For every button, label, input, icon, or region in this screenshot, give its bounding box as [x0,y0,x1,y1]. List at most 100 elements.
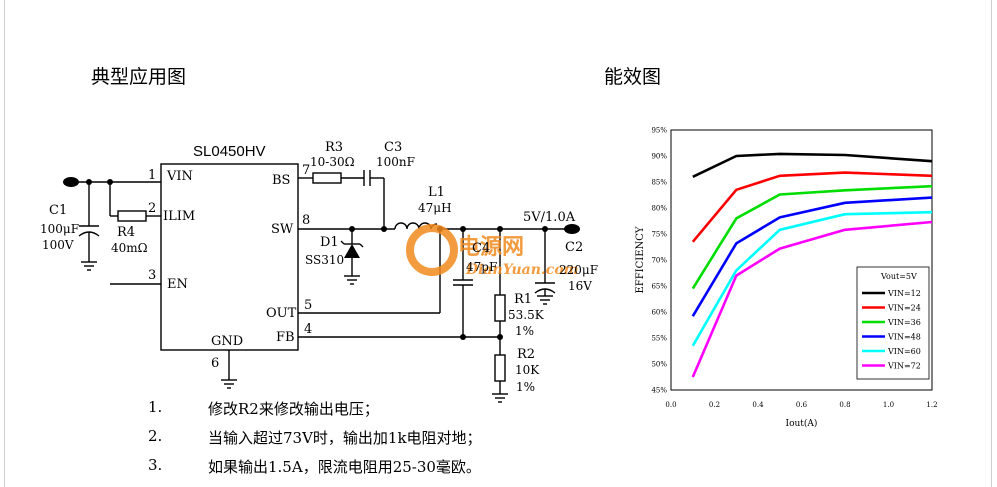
legend-label: VIN=60 [887,347,921,356]
legend-label: VIN=24 [887,304,921,313]
junction-dot [497,334,503,340]
r3-name: R3 [325,140,343,155]
series-line [691,184,933,290]
y-tick-label: 80% [651,205,667,213]
r2-value: 10K [515,363,540,377]
c2-value: 220μF [559,263,598,277]
page-frame [4,0,992,487]
legend-label: VIN=72 [887,362,921,371]
diode-symbol [344,244,360,258]
junction-dot [460,226,466,232]
series-line [691,210,933,347]
y-tick-label: 60% [651,309,667,317]
pin-label: SW [271,222,294,237]
c2-name: C2 [565,240,583,255]
watermark-en: DianYuan.com [465,262,578,278]
gnd-label: GND [211,334,243,349]
l1-value: 47μH [418,201,452,215]
x-tick-label: 0.4 [752,401,764,409]
series-line [691,171,933,243]
pin-label: EN [167,277,188,292]
y-axis-label: EFFICIENCY [635,226,646,293]
c1-name: C1 [49,203,67,218]
x-tick-label: 0.6 [796,401,808,409]
input-terminal [63,177,79,187]
c4-name: C4 [472,241,490,256]
y-tick-label: 55% [651,335,667,343]
c1-voltage: 100V [42,238,74,252]
pin-number: 5 [304,298,312,313]
pin-number: 8 [302,213,310,228]
pin-label: VIN [166,169,193,184]
junction-dot [107,179,113,185]
pin-number: 3 [148,268,156,283]
pin-number: 4 [304,322,312,337]
note-number: 2. [148,427,163,445]
legend-label: VIN=36 [887,318,921,327]
series-line [691,196,933,317]
pin-label: ILIM [163,209,195,224]
note-number: 1. [148,398,163,416]
junction-dot [497,226,503,232]
legend-title: Vout=5V [880,272,917,281]
junction-dot [460,334,466,340]
r1-tol: 1% [515,324,534,338]
r4-name: R4 [117,225,135,240]
y-tick-label: 90% [651,153,667,161]
output-terminal [564,224,580,234]
watermark-logo: 电源网 DianYuan.com [406,224,578,278]
junction-dot [349,226,355,232]
d1-value: SS310 [305,253,344,267]
c2-voltage: 16V [568,279,592,293]
y-tick-label: 50% [651,361,667,369]
r1-name: R1 [514,292,532,307]
c3-value: 100nF [376,155,415,169]
pin-number: 7 [302,163,310,178]
note-number: 3. [148,456,163,474]
junction-dot [381,226,387,232]
pin-number: 6 [211,356,219,371]
r4-value: 40mΩ [111,241,148,255]
y-tick-label: 65% [651,283,667,291]
circuit-heading: 典型应用图 [91,66,187,88]
junction-dot [542,226,548,232]
c3-name: C3 [384,140,402,155]
x-tick-label: 1.0 [883,401,894,409]
note-text: 当输入超过73V时，输出加1k电阻对地； [208,429,482,447]
y-tick-label: 75% [651,231,667,239]
pin-label: FB [276,330,295,345]
ic-name: SL0450HV [193,143,266,160]
x-axis-label: Iout(A) [786,418,818,429]
x-tick-label: 0.2 [709,401,720,409]
note-text: 如果输出1.5A，限流电阻用25-30毫欧。 [208,458,481,476]
c1-value: 100μF [40,222,79,236]
pin-label: OUT [266,306,297,321]
y-tick-label: 70% [651,257,667,265]
efficiency-heading: 能效图 [604,66,662,88]
r1-value: 53.5K [508,308,545,322]
pin-label: BS [272,173,290,188]
output-label: 5V/1.0A [523,210,576,225]
r2-name: R2 [517,347,535,362]
junction-dot [86,179,92,185]
series-line [692,152,933,178]
legend-label: VIN=12 [887,289,921,298]
c4-value: 47pF [466,260,497,274]
r3-value: 10-30Ω [310,155,355,169]
y-tick-label: 45% [651,387,667,395]
legend-label: VIN=48 [887,333,921,342]
x-tick-label: 0.8 [839,401,850,409]
note-text: 修改R2来修改输出电压； [208,400,379,418]
x-tick-label: 1.2 [926,401,937,409]
series-line [691,220,933,378]
y-tick-label: 85% [651,179,667,187]
pin-number: 1 [148,168,156,183]
y-tick-label: 95% [651,127,667,135]
r2-tol: 1% [516,380,535,394]
d1-name: D1 [320,235,339,250]
watermark-cn: 电源网 [458,234,524,260]
x-tick-label: 0.0 [665,401,676,409]
pin-number: 2 [148,201,156,216]
